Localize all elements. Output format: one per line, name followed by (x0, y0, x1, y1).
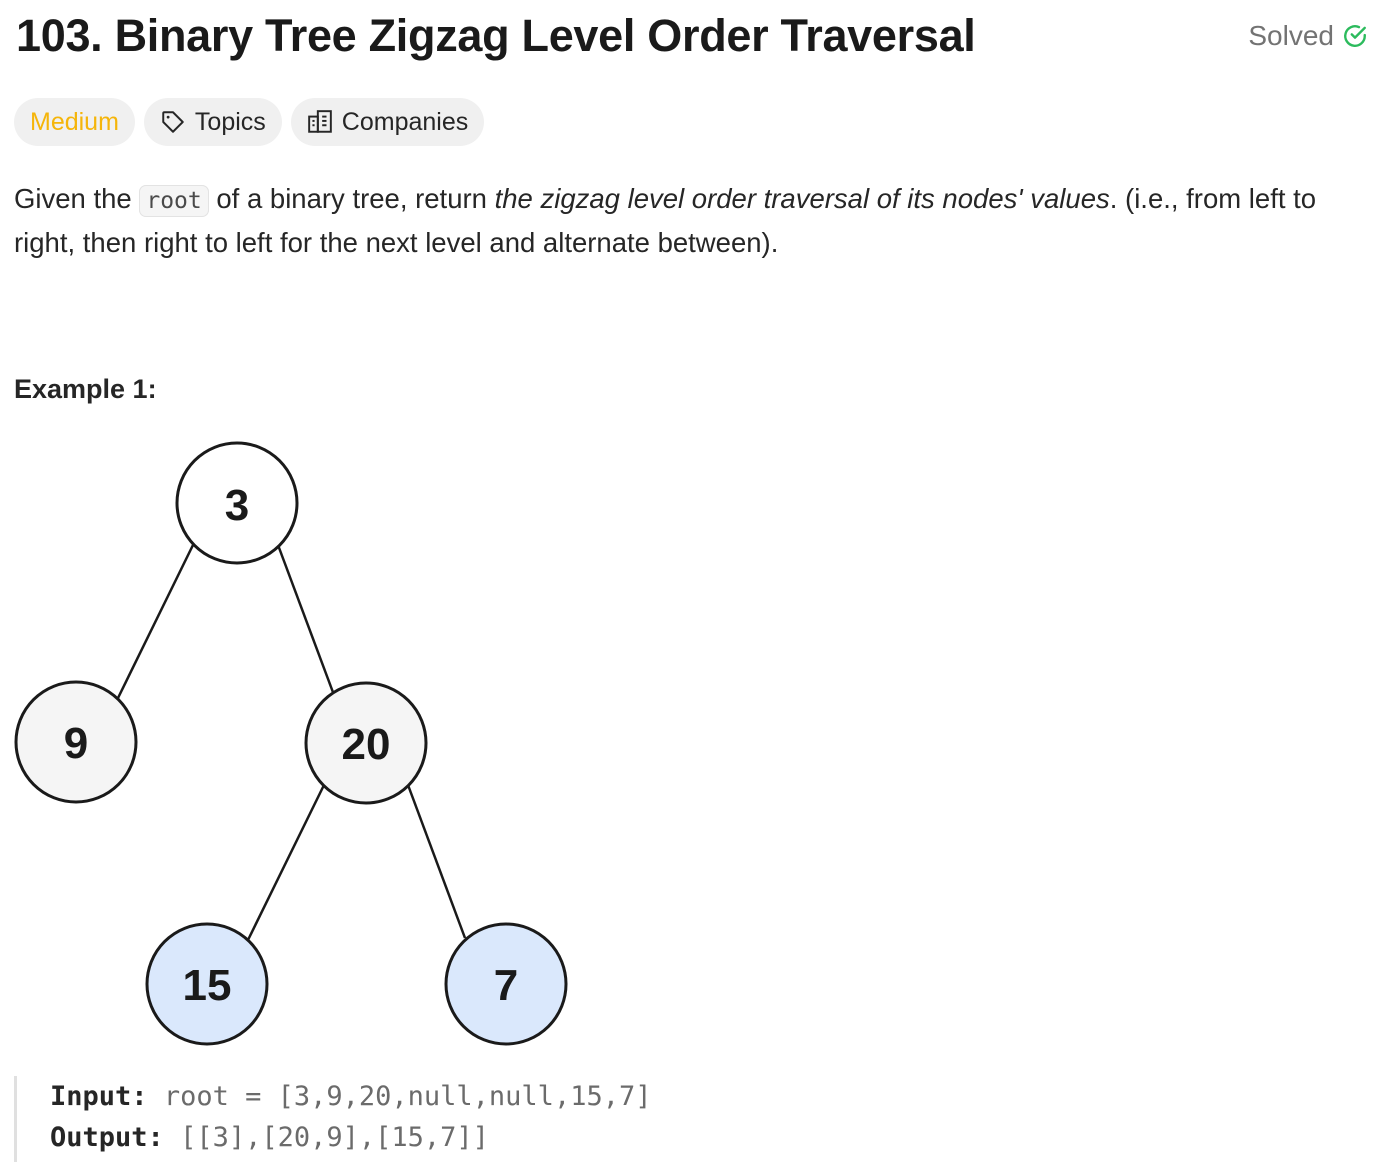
output-value: [[3],[20,9],[15,7]] (180, 1122, 489, 1153)
title-row: 103. Binary Tree Zigzag Level Order Trav… (16, 8, 1368, 64)
tree-node-label: 7 (494, 961, 518, 1010)
tree-node-9: 9 (14, 680, 138, 804)
example-input-line: Input: root = [3,9,20,null,null,15,7] (50, 1076, 750, 1117)
description-emphasis: the zigzag level order traversal of its … (494, 183, 1110, 214)
tree-node-label: 9 (64, 719, 88, 768)
topics-label: Topics (194, 107, 266, 136)
topics-button[interactable]: Topics (143, 98, 282, 146)
tree-edge-3-9 (116, 544, 195, 699)
difficulty-label: Medium (30, 107, 119, 136)
problem-description: Given the root of a binary tree, return … (14, 178, 1370, 264)
tree-edge-3-20 (276, 544, 336, 696)
output-label: Output: (50, 1122, 164, 1153)
difficulty-badge[interactable]: Medium (14, 98, 135, 146)
check-circle-icon (1342, 23, 1368, 49)
tree-node-15: 15 (145, 922, 269, 1046)
solved-label: Solved (1248, 20, 1334, 51)
solved-status: Solved (1248, 20, 1368, 52)
companies-label: Companies (341, 107, 469, 136)
description-text-3: . (i.e., from left to right, then right … (14, 183, 1317, 258)
example-io-block: Input: root = [3,9,20,null,null,15,7] Ou… (14, 1076, 750, 1162)
building-icon (307, 109, 333, 135)
tree-edge-20-7 (406, 784, 467, 939)
input-value: root = [3,9,20,null,null,15,7] (163, 1081, 652, 1112)
example-title: Example 1: (14, 374, 157, 404)
tree-node-7: 7 (444, 922, 568, 1046)
example-tree-diagram: 3 9 20 15 7 (14, 441, 568, 1046)
tag-icon (160, 109, 186, 135)
example-output-line: Output: [[3],[20,9],[15,7]] (50, 1117, 750, 1158)
tree-edge-20-15 (246, 784, 326, 941)
description-text-2: of a binary tree, return (208, 183, 495, 214)
inline-code-root: root (139, 185, 209, 217)
input-label: Input: (50, 1081, 148, 1112)
description-text-1: Given the (14, 183, 140, 214)
tree-node-label: 15 (183, 961, 232, 1010)
tree-node-label: 3 (225, 481, 249, 530)
tree-node-3: 3 (175, 441, 299, 565)
tree-node-label: 20 (342, 720, 391, 769)
tag-bar: Medium Topics Companies (14, 98, 485, 146)
companies-button[interactable]: Companies (290, 98, 485, 146)
tree-node-20: 20 (304, 681, 428, 805)
problem-title: 103. Binary Tree Zigzag Level Order Trav… (16, 10, 976, 61)
